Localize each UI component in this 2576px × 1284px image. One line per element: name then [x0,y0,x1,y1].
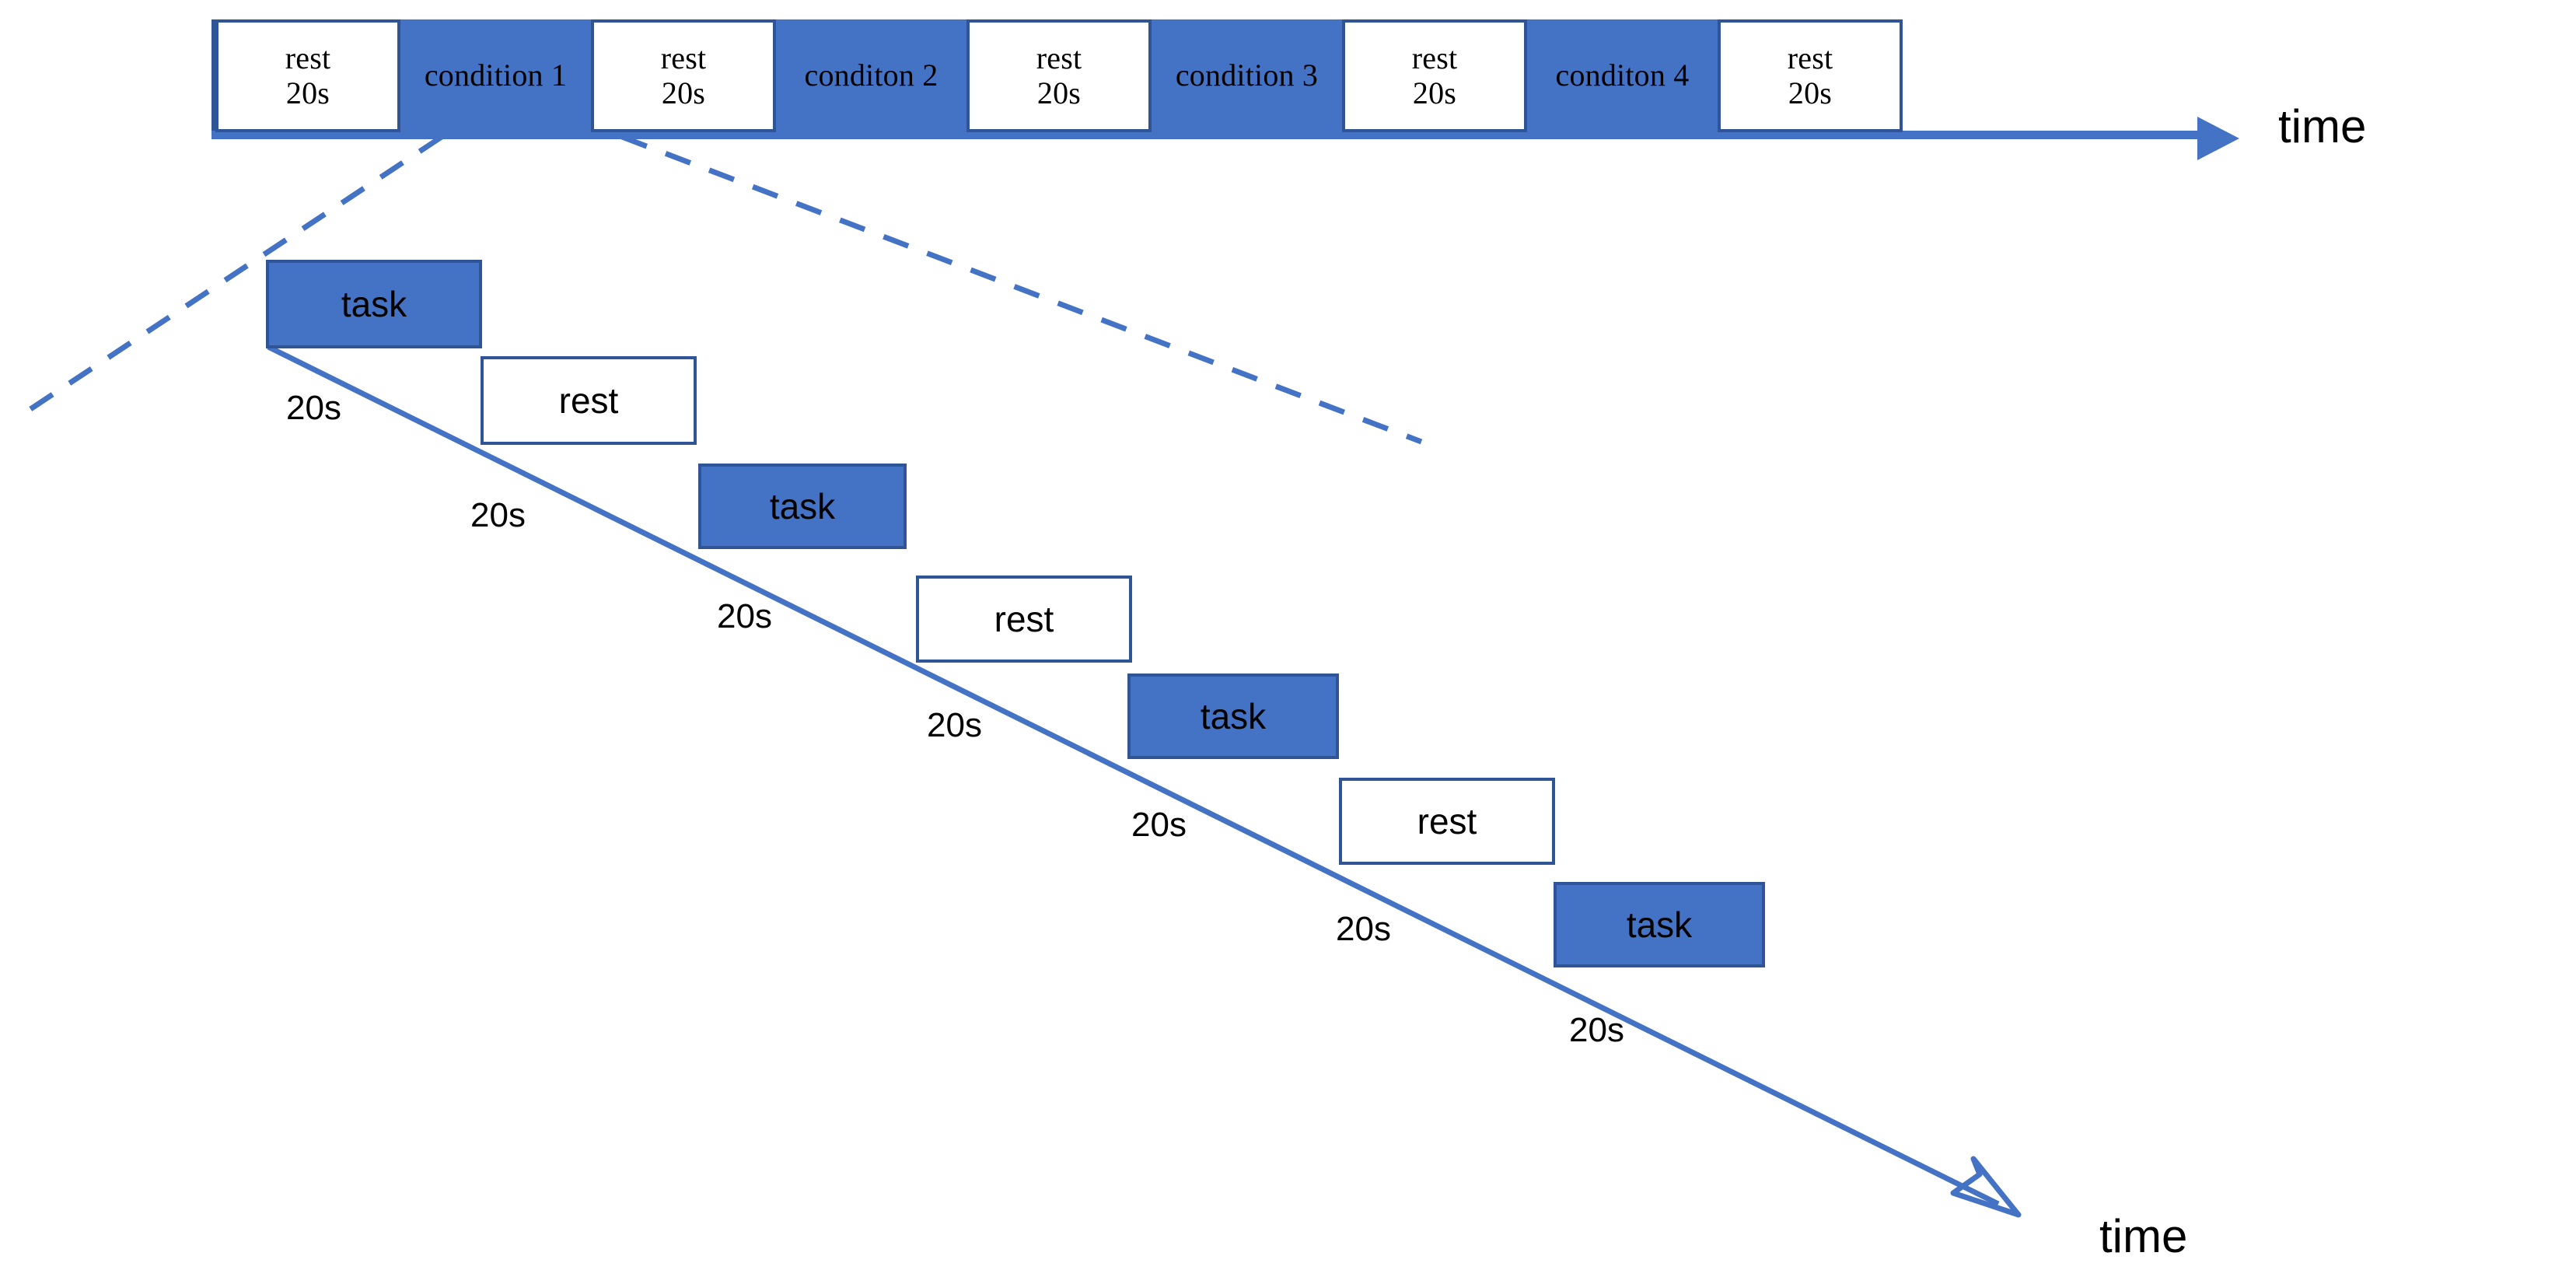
cascade-block-rest-3: rest [1339,778,1555,865]
timeline-block-rest-2: rest 20s [591,19,776,132]
duration-label-6: 20s [1336,910,1391,948]
cascade-block-label: task [1200,696,1267,736]
timeline-block-rest-1: rest 20s [215,19,400,132]
cascade-block-task-2: task [698,464,907,549]
timeline-block-label-line2: 20s [1036,75,1082,110]
timeline-block-label-line1: condition 1 [424,58,568,93]
timeline-block-condition-2: conditon 2 [776,19,966,132]
duration-label-2: 20s [470,496,526,534]
timeline-block-condition-4: conditon 4 [1527,19,1718,132]
timeline-block-label-line1: rest [285,40,331,75]
top-timeline: rest 20s condition 1 rest 20s conditon 2… [215,19,1903,132]
timeline-block-label-line2: 20s [285,75,330,110]
duration-label-7: 20s [1569,1011,1624,1049]
timeline-block-rest-4: rest 20s [1342,19,1527,132]
cascade-block-rest-1: rest [481,356,697,445]
timeline-block-label-line1: rest [660,40,707,75]
cascade-block-label: task [769,486,836,527]
timeline-block-label-line2: 20s [661,75,706,110]
guide-dashed-right [620,134,1423,445]
cascade-block-label: task [1626,904,1693,945]
timeline-block-label-line1: rest [1411,40,1458,75]
timeline-block-label-line2: 20s [1412,75,1457,110]
timeline-time-label: time [2278,100,2367,152]
cascade-block-label: task [341,284,407,324]
cascade-block-rest-2: rest [916,576,1132,663]
timeline-block-label-line1: rest [1787,40,1833,75]
cascade-axis-line [267,344,2000,1207]
cascade-arrowhead-icon [1950,1156,2022,1218]
timeline-block-rest-5: rest 20s [1718,19,1903,132]
timeline-arrowhead-icon [2197,117,2239,160]
duration-label-3: 20s [717,597,772,635]
timeline-block-label-line1: conditon 2 [804,58,938,93]
cascade-time-label: time [2099,1210,2188,1262]
duration-label-4: 20s [927,706,982,744]
cascade-block-label: rest [558,380,619,421]
duration-label-1: 20s [286,389,341,427]
duration-label-5: 20s [1131,806,1187,844]
cascade-block-task-1: task [266,260,482,348]
timeline-block-condition-1: condition 1 [400,19,591,132]
cascade-block-label: rest [1417,801,1477,841]
timeline-block-label-line1: condition 3 [1175,58,1319,93]
timeline-block-label-line1: conditon 4 [1555,58,1690,93]
cascade-block-label: rest [994,599,1054,639]
timeline-block-rest-3: rest 20s [966,19,1152,132]
timeline-block-label-line2: 20s [1788,75,1833,110]
timeline-block-label-line1: rest [1036,40,1082,75]
cascade-block-task-4: task [1554,882,1765,967]
cascade-block-task-3: task [1127,673,1339,759]
timeline-block-condition-3: condition 3 [1152,19,1342,132]
